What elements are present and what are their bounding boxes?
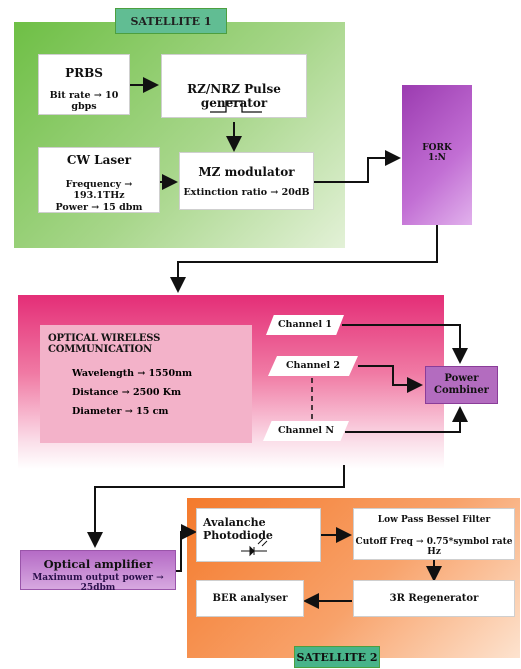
cw-laser-power: Power → 15 dbm (55, 202, 143, 213)
power-combiner-block: Power Combiner (425, 366, 498, 404)
prbs-block: PRBS Bit rate → 10 gbps (38, 54, 130, 115)
pulse-waveform-icon (210, 100, 262, 113)
low-pass-filter-title: Low Pass Bessel Filter (377, 515, 491, 525)
regenerator-title: 3R Regenerator (389, 593, 479, 604)
cw-laser-block: CW Laser Frequency → 193.1THz Power → 15… (38, 147, 160, 213)
cw-laser-frequency: Frequency → 193.1THz (65, 179, 133, 201)
arrow-ch2-to-combiner (358, 365, 423, 393)
ber-analyser-title: BER analyser (212, 593, 288, 604)
channel-1-block: Channel 1 (266, 315, 344, 335)
owc-distance: Distance → 2500 Km (72, 387, 182, 398)
power-combiner-label-2: Combiner (434, 385, 489, 396)
owc-block: OPTICAL WIRELESS COMMUNICATION Wavelengt… (40, 325, 252, 443)
low-pass-filter-cutoff: Cutoff Freq → 0.75*symbol rate Hz (355, 537, 513, 557)
photodiode-icon (241, 538, 268, 557)
optical-amplifier-maxpower: Maximum output power → 25dbm (32, 573, 164, 593)
ber-analyser-block: BER analyser (196, 580, 304, 617)
arrow-fork-to-owc (170, 225, 438, 293)
satellite1-tag: SATELLITE 1 (115, 8, 227, 34)
fork-block: FORK 1:N (402, 85, 472, 225)
channel-2-block: Channel 2 (268, 356, 358, 376)
arrow-mz-to-fork (314, 150, 401, 183)
regenerator-block: 3R Regenerator (353, 580, 515, 617)
pulse-generator-block: RZ/NRZ Pulse generator (161, 54, 307, 118)
satellite2-tag: SATELLITE 2 (294, 646, 380, 668)
optical-amplifier-block: Optical amplifier Maximum output power →… (20, 550, 176, 593)
cw-laser-title: CW Laser (66, 153, 132, 167)
owc-diameter: Diameter → 15 cm (72, 406, 169, 417)
avalanche-photodiode-title: Avalanche Photodiode (203, 516, 273, 542)
mz-modulator-extinction: Extinction ratio → 20dB (183, 187, 310, 198)
arrow-amplifier-to-apd (176, 524, 197, 572)
low-pass-filter-block: Low Pass Bessel Filter Cutoff Freq → 0.7… (353, 508, 515, 560)
fork-label: FORK (422, 143, 452, 153)
pulse-generator-title: RZ/NRZ Pulse generator (187, 82, 281, 110)
owc-wavelength: Wavelength → 1550nm (72, 368, 193, 379)
owc-title: OPTICAL WIRELESS COMMUNICATION (48, 333, 161, 355)
prbs-title: PRBS (65, 66, 103, 80)
arrow-ch1-to-combiner (342, 324, 468, 364)
arrow-owc-to-amplifier (87, 465, 345, 548)
mz-modulator-title: MZ modulator (198, 165, 295, 179)
avalanche-photodiode-block: Avalanche Photodiode (196, 508, 321, 562)
mz-modulator-block: MZ modulator Extinction ratio → 20dB (179, 152, 314, 210)
channel-n-block: Channel N (263, 421, 349, 441)
fork-ratio: 1:N (428, 153, 446, 163)
prbs-bitrate: Bit rate → 10 gbps (49, 90, 119, 112)
power-combiner-label-1: Power (444, 373, 479, 384)
arrow-chN-to-combiner (345, 406, 468, 433)
optical-amplifier-title: Optical amplifier (43, 557, 153, 571)
